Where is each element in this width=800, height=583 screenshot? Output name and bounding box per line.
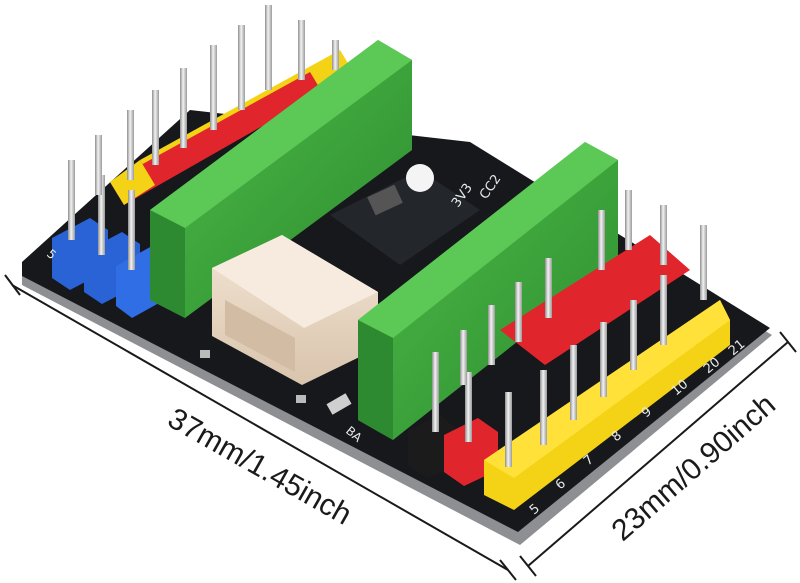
back-header-row bbox=[110, 50, 352, 205]
cream-connector bbox=[212, 235, 378, 385]
terminal-block-right bbox=[358, 142, 618, 440]
smd-components bbox=[200, 350, 352, 415]
left-pins bbox=[68, 5, 339, 270]
terminal-block-left bbox=[150, 40, 412, 318]
chip-area: 3V3 CC2 bbox=[330, 164, 504, 265]
front-pins bbox=[432, 190, 707, 467]
